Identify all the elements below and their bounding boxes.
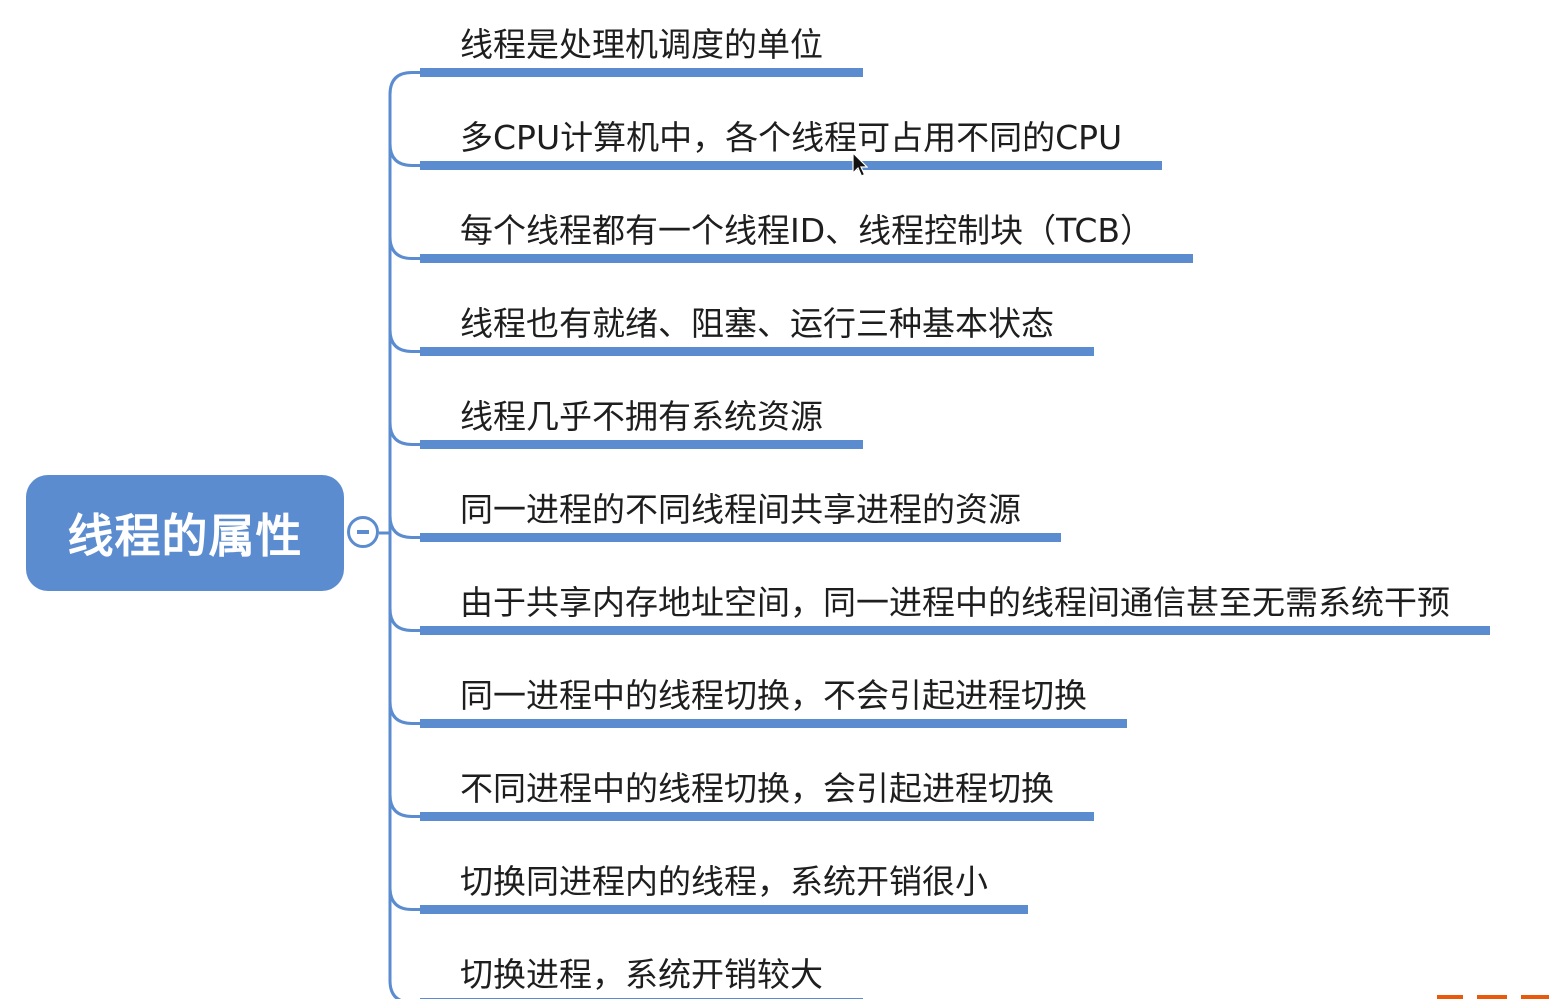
branch-underline (420, 254, 1193, 263)
connector-branch (388, 515, 420, 539)
watermark-fragment (1435, 988, 1567, 999)
branch-label: 切换进程，系统开销较大 (460, 955, 823, 994)
minus-icon (357, 530, 369, 534)
branch-underline (420, 812, 1094, 821)
connector-branch (388, 236, 420, 260)
branch-label: 线程几乎不拥有系统资源 (460, 397, 823, 436)
branch-underline (420, 161, 1162, 170)
connector-branch (388, 71, 420, 95)
connector-branch (388, 329, 420, 353)
connector-branch (388, 422, 420, 446)
branch-underline (420, 626, 1490, 635)
branch-underline (420, 440, 863, 449)
branch-underline (420, 533, 1061, 542)
connector-branch (388, 143, 420, 167)
branch-underline (420, 719, 1127, 728)
connector-branch (388, 608, 420, 632)
branch-label: 线程是处理机调度的单位 (460, 25, 823, 64)
connector-branch (388, 887, 420, 911)
branch-label: 多CPU计算机中，各个线程可占用不同的CPU (460, 118, 1123, 157)
root-node[interactable]: 线程的属性 (26, 475, 344, 591)
branch-label: 同一进程的不同线程间共享进程的资源 (460, 490, 1021, 529)
branch-label: 由于共享内存地址空间，同一进程中的线程间通信甚至无需系统干预 (460, 583, 1450, 622)
collapse-toggle-button[interactable] (347, 516, 379, 548)
connector-branch (388, 701, 420, 725)
branch-label: 切换同进程内的线程，系统开销很小 (460, 862, 988, 901)
connector-branch (388, 980, 402, 999)
branch-label: 不同进程中的线程切换，会引起进程切换 (460, 769, 1054, 808)
branch-underline (420, 905, 1028, 914)
branch-underline (420, 68, 863, 77)
branch-label: 线程也有就绪、阻塞、运行三种基本状态 (460, 304, 1054, 343)
branch-underline (420, 347, 1094, 356)
branch-label: 每个线程都有一个线程ID、线程控制块（TCB） (460, 211, 1154, 250)
branch-label: 同一进程中的线程切换，不会引起进程切换 (460, 676, 1087, 715)
connector-branch (388, 794, 420, 818)
root-node-label: 线程的属性 (67, 509, 303, 563)
mouse-pointer-icon (852, 152, 868, 177)
